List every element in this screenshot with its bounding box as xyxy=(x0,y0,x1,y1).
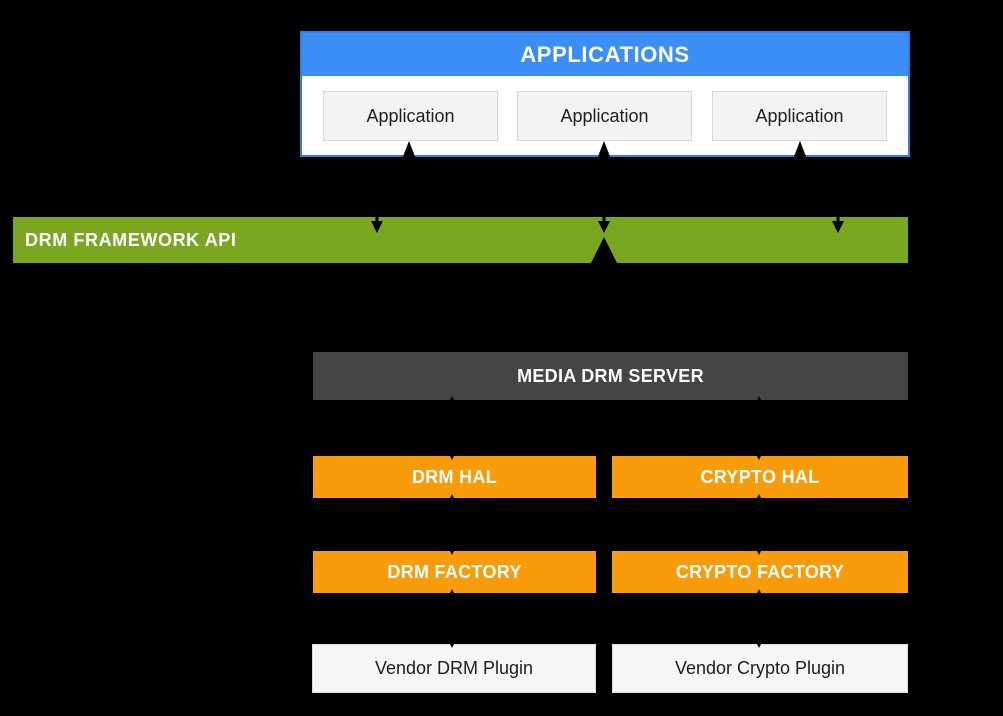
arrow-crypto-hal-crypto-factory xyxy=(753,494,765,555)
applications-container: APPLICATIONS Application Application App… xyxy=(300,31,910,157)
arrow-media-server-crypto-hal xyxy=(753,396,765,460)
crypto-hal-bar: CRYPTO HAL xyxy=(612,456,908,498)
arrow-drm-factory-vendor-plugin xyxy=(446,589,458,648)
vendor-drm-plugin-box: Vendor DRM Plugin xyxy=(312,644,596,693)
application-box-2: Application xyxy=(517,91,692,141)
arrow-media-server-drm-hal xyxy=(446,396,458,460)
drm-framework-api-bar: DRM FRAMEWORK API xyxy=(13,217,908,263)
application-box-3: Application xyxy=(712,91,887,141)
crypto-factory-bar: CRYPTO FACTORY xyxy=(612,551,908,593)
drm-hal-bar: DRM HAL xyxy=(313,456,596,498)
media-drm-server-bar: MEDIA DRM SERVER xyxy=(313,352,908,400)
applications-header: APPLICATIONS xyxy=(302,33,908,76)
arrow-crypto-factory-vendor-plugin xyxy=(753,589,765,648)
arrow-drm-hal-drm-factory xyxy=(446,494,458,555)
application-box-1: Application xyxy=(323,91,498,141)
vendor-crypto-plugin-box: Vendor Crypto Plugin xyxy=(612,644,908,693)
drm-factory-bar: DRM FACTORY xyxy=(313,551,596,593)
